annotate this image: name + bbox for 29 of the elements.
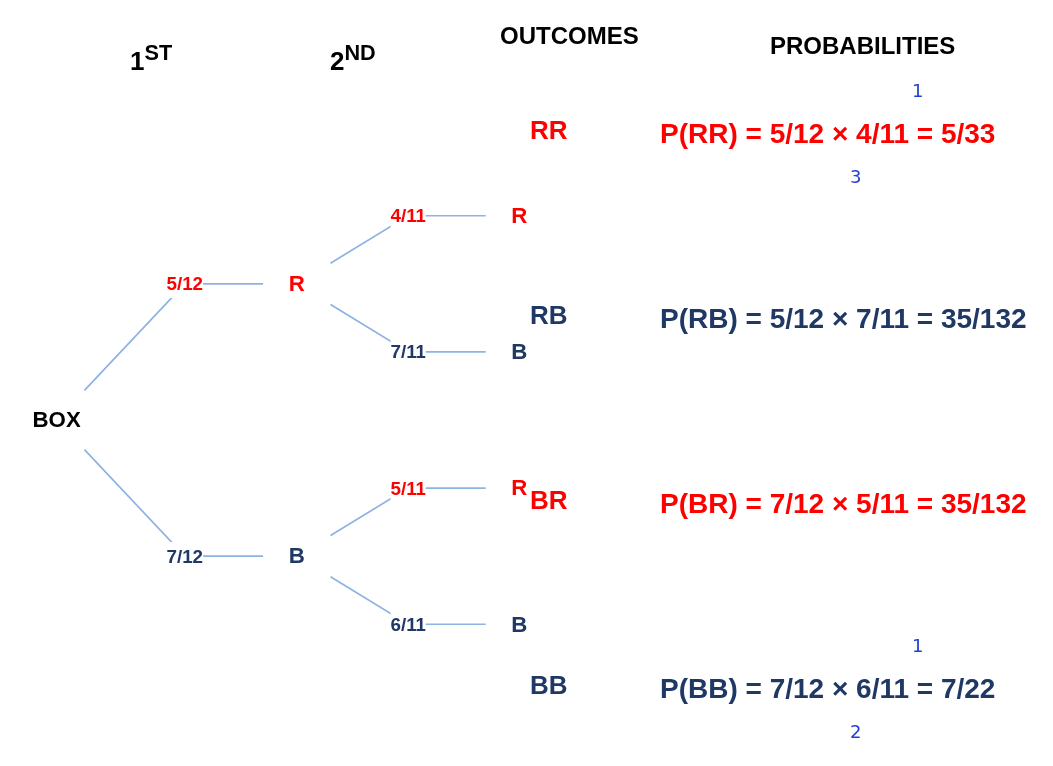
stage-heading: 2$^{ND}$ [330,40,376,77]
outcome: RB [530,300,568,331]
node-text: B [511,610,528,637]
node-text: B [511,338,528,365]
node-text: R [288,270,305,297]
edge-label: 7/11 [390,341,427,363]
edge-label: 7/12 [166,545,204,567]
probability-equation: P(BB) = 7/12 × 6/11 = 7/22 [660,673,996,705]
node-text: B [288,542,305,569]
handwritten-note: 2 [850,721,862,742]
handwritten-note: 3 [850,166,862,187]
probability-equation: P(BR) = 7/12 × 5/11 = 35/132 [660,488,1027,520]
stage-heading: 1$^{ST}$ [130,40,173,77]
node-text: R [511,474,528,501]
edge-label: 5/11 [390,477,427,499]
probability-equation: P(RB) = 5/12 × 7/11 = 35/132 [660,303,1027,335]
outcome: RR [530,115,568,146]
probability-equation: P(RR) = 5/12 × 4/11 = 5/33 [660,118,996,150]
column-heading: OUTCOMES [500,22,639,50]
outcome: BB [530,670,568,701]
outcome: BR [530,485,568,516]
handwritten-note: 1 [912,80,924,101]
column-heading: PROBABILITIES [770,32,956,60]
edge-label: 4/11 [390,205,427,227]
node-text: BOX [32,406,81,433]
node-text: R [511,202,528,229]
edge-label: 6/11 [390,613,427,635]
handwritten-note: 1 [912,635,924,656]
edge-label: 5/12 [166,273,204,295]
